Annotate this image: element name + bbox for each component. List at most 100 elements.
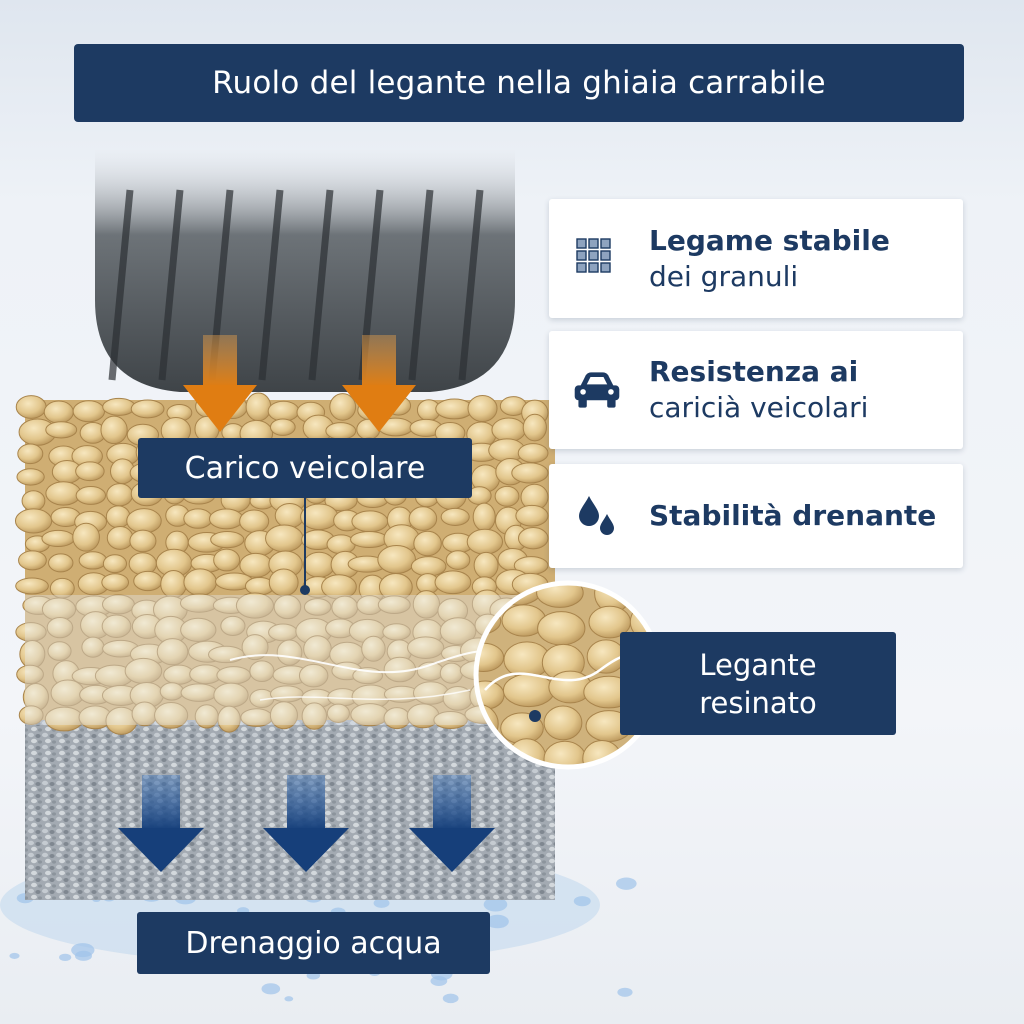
gravel-stone: [15, 395, 47, 419]
gravel-stone: [300, 503, 339, 531]
gravel-stone: [511, 462, 549, 484]
resin-binder-label: Legante resinato: [620, 632, 896, 735]
card-title: Legame stabile: [649, 223, 890, 257]
load-arrow: [342, 335, 416, 432]
grid-granules-icon: [571, 233, 623, 285]
gravel-stone: [377, 595, 411, 615]
water-droplet: [261, 983, 281, 995]
gravel-stone: [326, 703, 350, 723]
gravel-stone: [16, 468, 45, 486]
water-droplet: [430, 975, 448, 987]
gravel-stone: [265, 524, 304, 553]
gravel-stone: [100, 415, 128, 445]
gravel-stone: [220, 615, 246, 636]
gravel-stone: [329, 393, 357, 421]
gravel-stone: [208, 508, 244, 530]
water-droplet: [59, 953, 72, 962]
gravel-stone: [408, 506, 438, 531]
gravel-stone: [515, 504, 549, 527]
gravel-stone: [102, 397, 136, 416]
water-drainage-label: Drenaggio acqua: [137, 912, 490, 974]
tire-tread: [458, 189, 484, 381]
gravel-stone: [106, 483, 134, 507]
water-droplet: [74, 950, 92, 961]
gravel-stone: [75, 486, 107, 505]
gravel-stone: [361, 635, 386, 662]
gravel-stone: [325, 422, 357, 440]
vehicle-load-label: Carico veicolare: [138, 438, 472, 498]
card-subtitle: caricià veicolari: [649, 391, 869, 424]
gravel-stone: [102, 554, 128, 574]
gravel-stone: [433, 711, 468, 730]
gravel-stone: [101, 573, 130, 592]
resin-binder-label-line2: resinato: [699, 685, 817, 720]
gravel-stone: [298, 663, 329, 688]
drainage-arrow: [409, 775, 495, 872]
binder-layer: [25, 595, 555, 725]
gravel-stone: [491, 417, 526, 443]
gravel-stone: [106, 526, 134, 550]
gravel-stone: [21, 490, 46, 512]
load-connector-dot: [300, 585, 310, 595]
gravel-stone: [43, 400, 74, 424]
gravel-stone: [129, 529, 157, 553]
magnified-stone: [620, 585, 658, 602]
tire-tread: [108, 189, 134, 381]
gravel-stone: [213, 548, 241, 572]
gravel-stone: [154, 702, 189, 729]
gravel-stone: [183, 508, 213, 529]
magnified-stone: [624, 740, 658, 765]
gravel-stone: [16, 664, 44, 685]
gravel-stone: [15, 577, 49, 595]
tire-tread: [408, 189, 434, 381]
gravel-stone: [18, 550, 47, 571]
gravel-stone: [41, 529, 75, 548]
gravel-stone: [239, 552, 273, 578]
card-title: Stabilità drenante: [649, 499, 937, 532]
tire-tread: [158, 189, 184, 381]
gravel-stone: [72, 400, 106, 423]
gravel-stone: [517, 443, 549, 464]
gravel-stone: [241, 634, 269, 661]
magnified-stone: [543, 705, 583, 741]
feature-card-stable-bond: Legame stabile dei granuli: [549, 199, 963, 318]
gravel-stone: [274, 502, 305, 529]
water-droplet: [373, 898, 390, 908]
feature-card-load-resistance: Resistenza ai caricià veicolari: [549, 331, 963, 449]
gravel-stone: [435, 398, 474, 420]
gravel-stone: [156, 638, 189, 666]
gravel-stone: [78, 551, 108, 570]
gravel-stone: [72, 522, 100, 552]
water-droplet: [616, 877, 637, 890]
feature-card-drainage-stability: Stabilità drenante: [549, 464, 963, 568]
water-droplet: [284, 996, 294, 1002]
gravel-stone: [45, 481, 82, 506]
gravel-stone: [466, 528, 504, 555]
gravel-stone: [183, 568, 217, 596]
resin-binder-label-line1: Legante: [699, 647, 817, 682]
binder-strand: [259, 689, 471, 701]
gravel-stone: [130, 399, 165, 419]
gravel-stone: [105, 505, 131, 529]
gravel-stone: [276, 639, 303, 666]
gravel-stone: [14, 508, 53, 534]
drainage-arrow: [263, 775, 349, 872]
gravel-stone: [160, 570, 187, 599]
gravel-stone: [473, 551, 499, 579]
gravel-stone: [303, 598, 332, 616]
gravel-stone: [267, 400, 300, 422]
tire-tread: [308, 189, 334, 381]
tire: [95, 150, 515, 392]
gravel-stone: [18, 705, 44, 725]
tire-tread: [258, 189, 284, 381]
gravel-stone: [351, 510, 389, 533]
gravel-stone: [101, 614, 132, 638]
gravel-stone: [249, 660, 275, 682]
gravel-stone: [126, 508, 162, 534]
gravel-stone: [517, 527, 549, 550]
gravel-stone: [407, 636, 445, 659]
magnified-stone: [502, 673, 555, 708]
drainage-arrow: [118, 775, 204, 872]
water-drops-icon: [571, 490, 623, 542]
gravel-stone: [133, 570, 163, 592]
